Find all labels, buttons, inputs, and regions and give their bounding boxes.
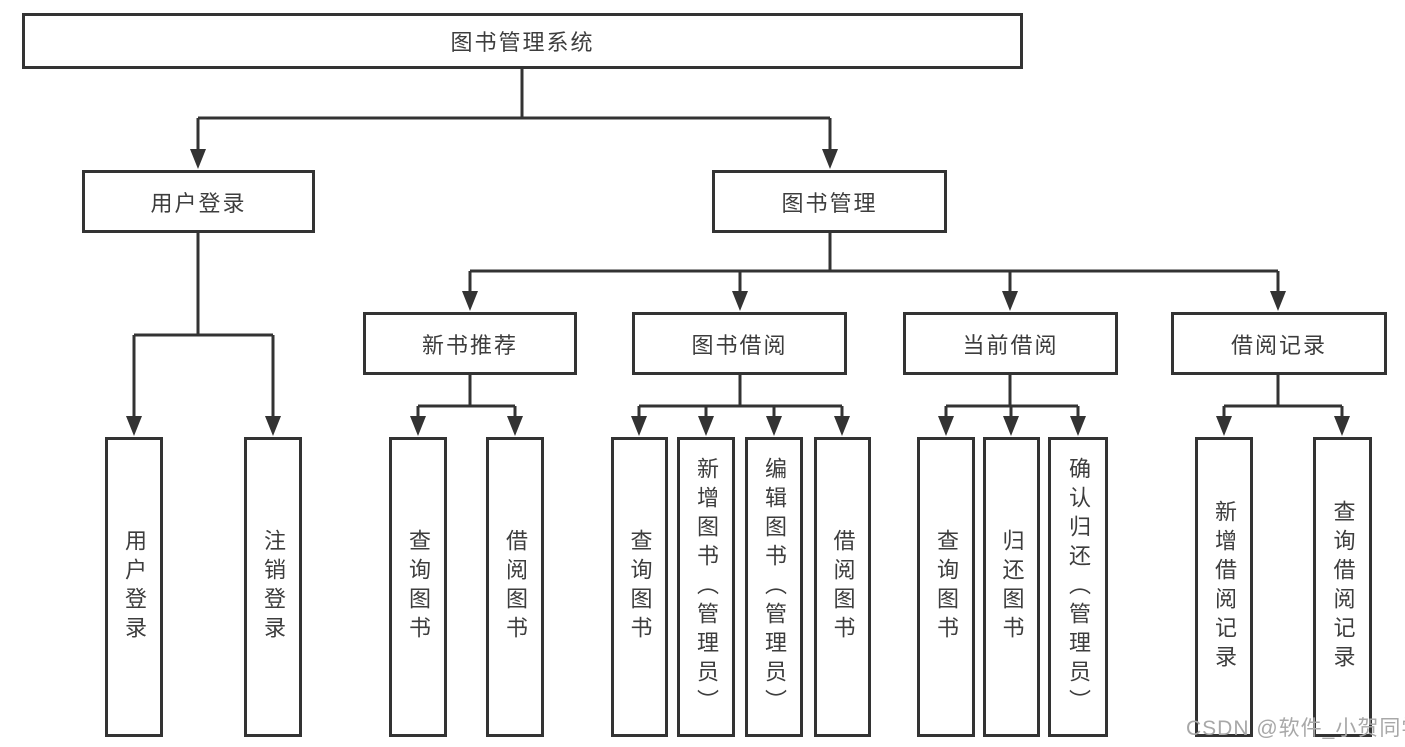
leaf-records-query-borrow-record: 查询借阅记录: [1313, 437, 1372, 737]
arrow-down-icon: [732, 291, 748, 311]
connector-new-book-branch: [416, 375, 517, 419]
arrow-down-icon: [1003, 416, 1019, 436]
leaf-borrow-edit-books-admin: 编辑图书（管理员）: [745, 437, 803, 737]
leaf-borrow-borrow-books: 借阅图书: [814, 437, 871, 737]
node-borrowing-records: 借阅记录: [1171, 312, 1387, 375]
arrow-down-icon: [698, 416, 714, 436]
arrow-down-icon: [938, 416, 954, 436]
connector-lines: [132, 69, 1344, 419]
leaf-current-return-books: 归还图书: [983, 437, 1040, 737]
arrow-down-icon: [1334, 416, 1350, 436]
watermark: CSDN @软件_小贺同学: [1186, 717, 1405, 740]
arrow-down-icon: [1216, 416, 1232, 436]
arrow-down-icon: [1270, 291, 1286, 311]
connector-book-borrow-branch: [637, 375, 844, 419]
leaf-borrow-add-books-admin: 新增图书（管理员）: [677, 437, 735, 737]
arrow-down-icon: [462, 291, 478, 311]
node-current-borrowing: 当前借阅: [903, 312, 1118, 375]
arrow-down-icon: [834, 416, 850, 436]
node-book-management: 图书管理: [712, 170, 947, 233]
leaf-user-login: 用户登录: [105, 437, 163, 737]
arrow-down-icon: [190, 149, 206, 169]
node-new-book-recommendation: 新书推荐: [363, 312, 577, 375]
arrow-down-icon: [766, 416, 782, 436]
leaf-current-query-books: 查询图书: [917, 437, 975, 737]
arrow-down-icon: [822, 149, 838, 169]
leaf-logout-login: 注销登录: [244, 437, 302, 737]
connector-root-to-level2: [196, 69, 832, 151]
arrow-down-icon: [631, 416, 647, 436]
arrowhead-icons: [126, 149, 1350, 436]
arrow-down-icon: [126, 416, 142, 436]
leaf-newbook-borrow-books: 借阅图书: [486, 437, 544, 737]
arrow-down-icon: [1002, 291, 1018, 311]
leaf-current-confirm-return-admin: 确认归还（管理员）: [1048, 437, 1108, 737]
node-user-login: 用户登录: [82, 170, 315, 233]
node-book-borrowing: 图书借阅: [632, 312, 847, 375]
arrow-down-icon: [1070, 416, 1086, 436]
arrow-down-icon: [410, 416, 426, 436]
connector-current-borrow-branch: [944, 375, 1080, 419]
connector-book-management-branch: [468, 233, 1280, 293]
leaf-borrow-query-books: 查询图书: [611, 437, 668, 737]
arrow-down-icon: [265, 416, 281, 436]
leaf-newbook-query-books: 查询图书: [389, 437, 447, 737]
connector-borrow-records-branch: [1222, 375, 1344, 419]
leaf-records-add-borrow-record: 新增借阅记录: [1195, 437, 1253, 737]
connector-user-login-branch: [132, 233, 275, 418]
node-library-management-system: 图书管理系统: [22, 13, 1023, 69]
arrow-down-icon: [507, 416, 523, 436]
